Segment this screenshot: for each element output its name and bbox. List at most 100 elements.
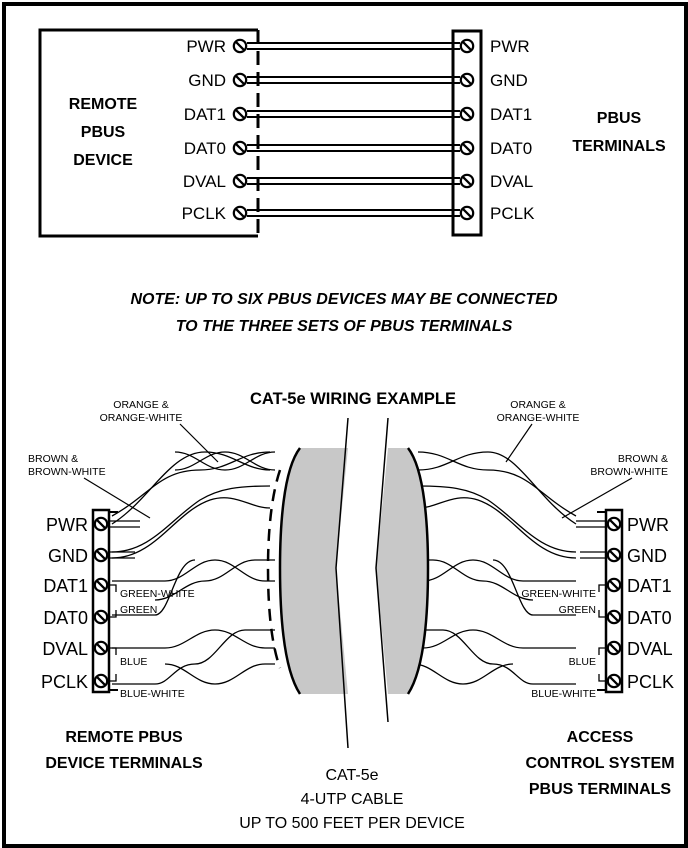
terminal-screw-icon bbox=[459, 72, 475, 88]
left-pin-label: GND bbox=[48, 546, 88, 566]
top-left-pin-label: DAT1 bbox=[184, 105, 226, 124]
left-screw-icon bbox=[93, 547, 109, 563]
orange-pair-left bbox=[111, 451, 271, 517]
green-label-right: GREEN bbox=[559, 604, 596, 616]
orange-pair-label-left: ORANGE-WHITE bbox=[100, 412, 183, 424]
blue-pair-right bbox=[413, 629, 576, 685]
right-pin-label: DVAL bbox=[627, 639, 673, 659]
brown-pair-label-left: BROWN-WHITE bbox=[28, 466, 106, 478]
right-screw-icon bbox=[606, 516, 622, 532]
top-wiring-section: REMOTE PBUS DEVICE PBUS TERMINALS PWR PW… bbox=[38, 28, 666, 238]
top-row-dval: DVAL DVAL bbox=[183, 172, 533, 191]
device-screw-icon bbox=[232, 205, 248, 221]
cable-caption-line-3: UP TO 500 FEET PER DEVICE bbox=[239, 815, 465, 832]
top-row-dat1: DAT1 DAT1 bbox=[184, 105, 532, 124]
device-label-line-3: DEVICE bbox=[73, 152, 133, 169]
left-pin-label: DAT0 bbox=[43, 608, 88, 628]
left-pin-label: PCLK bbox=[41, 672, 88, 692]
left-terminal-block bbox=[91, 508, 140, 694]
top-right-pin-label: DVAL bbox=[490, 172, 533, 191]
remote-device-box bbox=[38, 28, 258, 238]
device-screw-icon bbox=[232, 140, 248, 156]
green-pair-right bbox=[413, 559, 576, 582]
right-screw-icon bbox=[606, 609, 622, 625]
left-pin-label: DAT1 bbox=[43, 576, 88, 596]
blue-label-left: BLUE bbox=[120, 656, 147, 668]
terminal-screw-icon bbox=[459, 173, 475, 189]
right-pin-label: GND bbox=[627, 546, 667, 566]
right-pin-label: PWR bbox=[627, 515, 669, 535]
right-caption-line-2: CONTROL SYSTEM bbox=[525, 755, 674, 772]
left-screw-icon bbox=[93, 609, 109, 625]
pbus-terminal-block bbox=[451, 29, 483, 237]
note-line-2: TO THE THREE SETS OF PBUS TERMINALS bbox=[176, 318, 513, 335]
orange-pair-left bbox=[111, 451, 271, 525]
orange-pair-left bbox=[174, 451, 276, 471]
terminal-screw-icon bbox=[459, 38, 475, 54]
brown-pointer-right bbox=[561, 477, 633, 519]
left-screw-icon bbox=[93, 640, 109, 656]
orange-pair-label-left: ORANGE & bbox=[113, 399, 168, 411]
brown-pair-right bbox=[417, 485, 577, 553]
brown-pair-left bbox=[111, 485, 271, 553]
device-label-line-2: PBUS bbox=[81, 124, 126, 141]
blue-white-label-left: BLUE-WHITE bbox=[120, 688, 185, 700]
green-pair-right bbox=[413, 559, 576, 616]
orange-pair-right bbox=[417, 451, 577, 517]
right-caption-line-1: ACCESS bbox=[567, 729, 634, 746]
green-label-left: GREEN bbox=[120, 604, 157, 616]
right-pin-label: PCLK bbox=[627, 672, 674, 692]
top-right-pin-label: PWR bbox=[490, 37, 530, 56]
brown-pair-label-right: BROWN-WHITE bbox=[590, 466, 668, 478]
device-screw-icon bbox=[232, 72, 248, 88]
note-line-1: NOTE: UP TO SIX PBUS DEVICES MAY BE CONN… bbox=[130, 291, 557, 308]
blue-pair-left bbox=[112, 629, 275, 649]
terminal-screw-icon bbox=[459, 205, 475, 221]
top-right-pin-label: DAT1 bbox=[490, 105, 532, 124]
left-pin-label: PWR bbox=[46, 515, 88, 535]
terminal-screw-icon bbox=[459, 106, 475, 122]
blue-white-label-right: BLUE-WHITE bbox=[531, 688, 596, 700]
right-terminal-block bbox=[576, 508, 624, 694]
left-screw-icon bbox=[93, 516, 109, 532]
top-left-pin-label: GND bbox=[188, 71, 226, 90]
top-right-pin-label: GND bbox=[490, 71, 528, 90]
orange-pair-right bbox=[417, 451, 577, 525]
top-row-gnd: GND GND bbox=[188, 71, 528, 90]
right-screw-icon bbox=[606, 547, 622, 563]
right-pin-label: DAT0 bbox=[627, 608, 672, 628]
device-screw-icon bbox=[232, 38, 248, 54]
cable-caption-line-1: CAT-5e bbox=[325, 767, 378, 784]
right-screw-icon bbox=[606, 673, 622, 689]
orange-pair-label-right: ORANGE-WHITE bbox=[497, 412, 580, 424]
brown-pair-label-left: BROWN & bbox=[28, 453, 78, 465]
device-label-line-1: REMOTE bbox=[69, 96, 138, 113]
device-screw-icon bbox=[232, 173, 248, 189]
brown-pointer-left bbox=[83, 477, 151, 519]
left-screw-icon bbox=[93, 673, 109, 689]
left-screw-icon bbox=[93, 577, 109, 593]
orange-pointer-left bbox=[179, 423, 219, 463]
top-left-pin-label: DAT0 bbox=[184, 139, 226, 158]
example-title: CAT-5e WIRING EXAMPLE bbox=[250, 390, 456, 408]
right-caption-line-3: PBUS TERMINALS bbox=[529, 781, 672, 798]
top-row-pclk: PCLK PCLK bbox=[182, 204, 535, 223]
orange-pair-left bbox=[174, 451, 276, 471]
blue-pair-right bbox=[412, 663, 514, 685]
right-screw-icon bbox=[606, 577, 622, 593]
right-pin-label: DAT1 bbox=[627, 576, 672, 596]
cable-body bbox=[266, 417, 430, 749]
brown-pair-left bbox=[111, 497, 271, 559]
green-white-label-right: GREEN-WHITE bbox=[521, 588, 596, 600]
terminals-label-line-2: TERMINALS bbox=[572, 138, 666, 155]
blue-pair-right bbox=[413, 629, 576, 649]
cat5e-example: CAT-5e WIRING EXAMPLE ORANGE & ORANGE-WH… bbox=[28, 390, 675, 832]
left-caption-line-2: DEVICE TERMINALS bbox=[45, 755, 203, 772]
blue-pair-left bbox=[164, 663, 275, 685]
green-pair-left bbox=[112, 559, 275, 582]
top-right-pin-label: PCLK bbox=[490, 204, 535, 223]
device-screw-icon bbox=[232, 106, 248, 122]
top-right-pin-label: DAT0 bbox=[490, 139, 532, 158]
left-caption-line-1: REMOTE PBUS bbox=[65, 729, 183, 746]
